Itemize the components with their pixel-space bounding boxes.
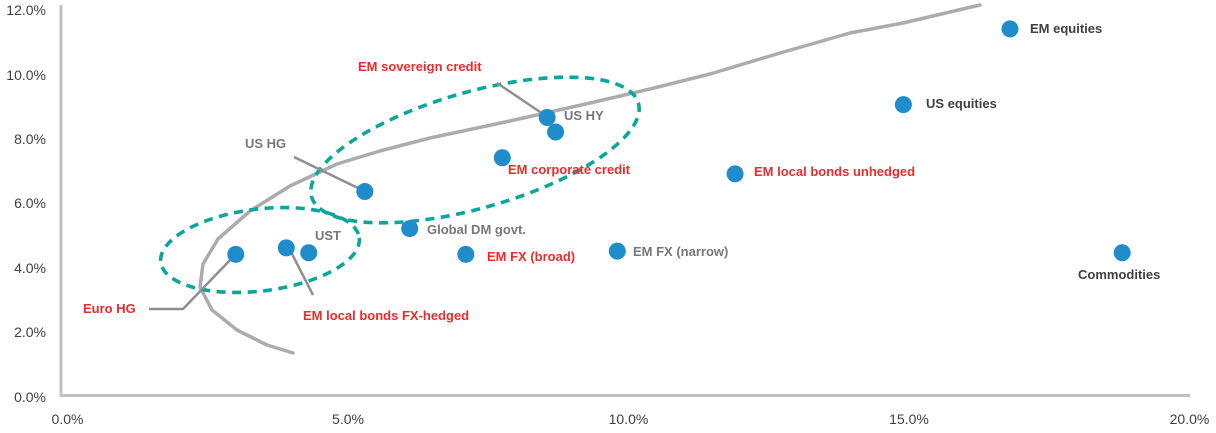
point-label-em-fx-broad: EM FX (broad) — [487, 249, 576, 264]
x-tick-label-20: 20.0% — [1169, 411, 1210, 427]
point-label-em-sovereign-credit: EM sovereign credit — [358, 59, 482, 74]
data-point-em-fx-narrow — [608, 242, 626, 260]
x-tick-label-15: 15.0% — [889, 411, 929, 427]
y-tick-label-6: 6.0% — [14, 195, 46, 212]
point-label-global-dm-govt: Global DM govt. — [427, 222, 526, 237]
point-label-commodities: Commodities — [1078, 267, 1161, 282]
leader-line-us-hg — [293, 155, 361, 191]
y-tick-label-2: 2.0% — [14, 324, 46, 341]
data-point-ust — [300, 244, 318, 262]
frontier-curve — [198, 3, 982, 355]
data-point-us-equities — [894, 96, 912, 114]
point-label-em-fx-narrow: EM FX (narrow) — [633, 244, 729, 259]
leader-line-euro-hg — [149, 256, 234, 311]
y-tick-label-8: 8.0% — [14, 130, 46, 147]
data-point-em-equities — [1001, 20, 1019, 38]
data-point-em-local-bonds-fx-hedged — [277, 239, 295, 257]
data-point-euro-hg — [227, 245, 245, 263]
point-label-euro-hg: Euro HG — [83, 301, 136, 316]
em-credit-group-ellipse — [309, 75, 641, 225]
data-point-us-hy — [547, 123, 565, 141]
leader-line-em-sovereign-credit — [496, 81, 544, 116]
data-point-em-local-bonds-unhedged — [726, 165, 744, 183]
point-label-ust: UST — [315, 228, 341, 243]
data-point-em-corporate-credit — [493, 149, 511, 167]
data-point-global-dm-govt — [401, 220, 419, 238]
point-label-us-hg: US HG — [245, 136, 287, 151]
y-tick-label-12: 12.0% — [6, 2, 46, 19]
point-label-us-hy: US HY — [564, 108, 604, 123]
data-point-commodities — [1113, 244, 1131, 262]
x-tick-label-0: 0.0% — [51, 411, 84, 427]
point-label-us-equities: US equities — [926, 96, 997, 111]
data-point-em-fx-broad — [457, 245, 475, 263]
x-tick-label-5: 5.0% — [332, 411, 364, 427]
point-label-em-local-bonds-unhedged: EM local bonds unhedged — [754, 164, 916, 179]
x-tick-label-10: 10.0% — [608, 411, 649, 427]
y-tick-label-0: 0.0% — [14, 388, 46, 405]
data-point-us-hg — [356, 183, 374, 201]
point-label-em-equities: EM equities — [1030, 21, 1103, 36]
point-label-em-corporate-credit: EM corporate credit — [508, 162, 631, 177]
data-point-em-sovereign-credit — [538, 108, 556, 126]
y-tick-label-4: 4.0% — [14, 259, 46, 276]
point-label-em-local-bonds-fx-hedged: EM local bonds FX-hedged — [303, 308, 470, 323]
dm-govt-group-ellipse — [158, 205, 362, 295]
y-tick-label-10: 10.0% — [6, 66, 46, 83]
leader-line-em-local-bonds-fx-hedged — [288, 249, 315, 296]
